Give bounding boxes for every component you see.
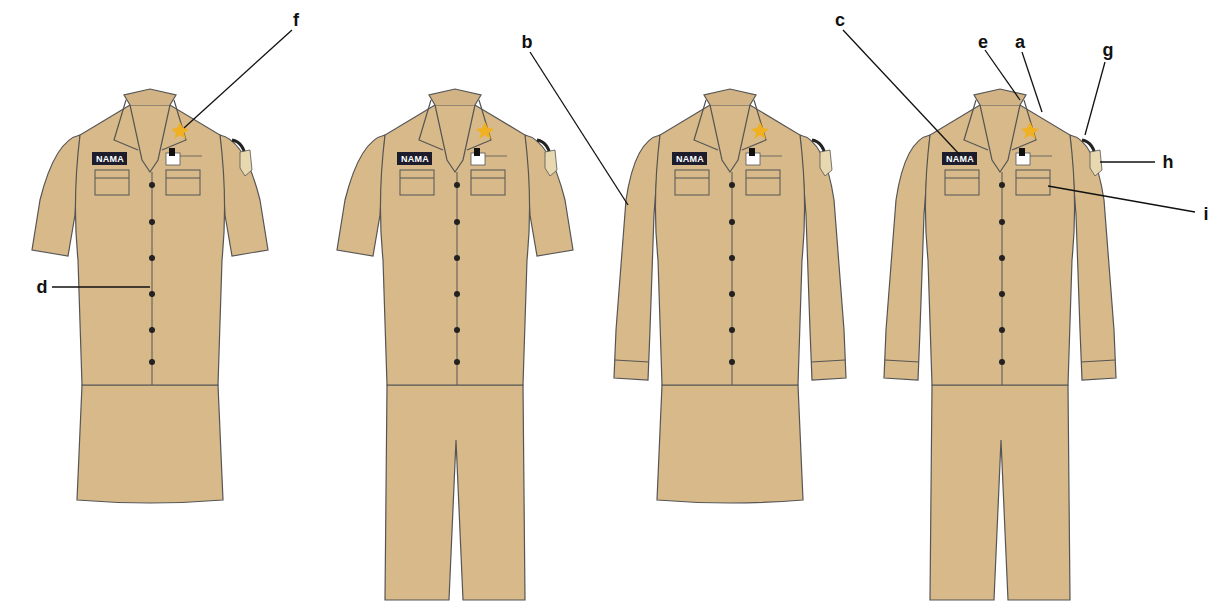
callout-letter: f — [293, 11, 299, 29]
callout-letter: g — [1103, 41, 1114, 59]
name-tag-text: NAMA — [676, 155, 704, 164]
name-tag-text: NAMA — [946, 155, 974, 164]
callout-letter: a — [1015, 33, 1025, 51]
callout-letter: i — [1203, 205, 1208, 223]
leader-lines — [52, 30, 1195, 287]
callout-letter: b — [522, 33, 533, 51]
callout-letter: d — [37, 278, 48, 296]
callout-letter: h — [1163, 153, 1174, 171]
name-tag-text: NAMA — [401, 155, 429, 164]
callout-letter: c — [835, 11, 845, 29]
name-tag-text: NAMA — [96, 155, 124, 164]
callout-letter: e — [978, 33, 988, 51]
